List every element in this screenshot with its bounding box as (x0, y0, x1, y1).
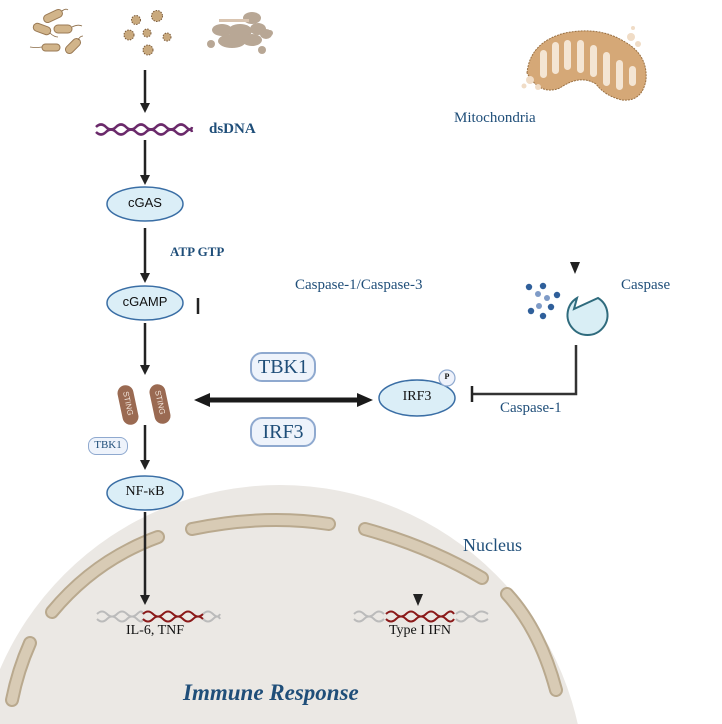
caspase-enzyme-icon (566, 295, 609, 337)
dsdna-label: dsDNA (209, 121, 256, 137)
fungi-icon (207, 12, 273, 54)
irf3-pill: IRF3 (250, 417, 316, 447)
gene-label-il6-tnf: IL-6, TNF (125, 623, 185, 638)
cgamp-node: cGAMP (122, 294, 168, 309)
caspase-label: Caspase (621, 277, 671, 293)
virus-icon (123, 10, 172, 56)
double-arrow-sting-irf3 (194, 393, 373, 407)
mitochondria-label: Mitochondria (454, 110, 536, 126)
mitochondria-icon (521, 26, 647, 101)
bacteria-icon (29, 8, 84, 55)
nucleus-label: Nucleus (463, 535, 522, 555)
tbk1-pill: TBK1 (250, 352, 316, 382)
nfkb-node: NF-κB (125, 484, 165, 499)
irf3-node: IRF3 (402, 389, 432, 404)
dsdna-helix-icon (95, 123, 194, 136)
caspase-1-label: Caspase-1 (500, 400, 562, 416)
inhibition-caspase-to-irf3 (470, 345, 578, 402)
sting-protein-left (117, 385, 139, 425)
caspase-substrate-dots (525, 282, 561, 320)
cgas-node-shape (106, 186, 184, 222)
immune-response-label: Immune Response (183, 680, 359, 705)
gene-dna-right (353, 610, 489, 623)
phosphate-label: P (444, 372, 450, 381)
phosphate-badge (438, 369, 456, 387)
nfkb-node-shape (106, 475, 184, 511)
sting-protein-right (149, 384, 171, 424)
irf3-node-shape (378, 379, 456, 417)
gene-label-type1-ifn: Type I IFN (388, 623, 451, 638)
cgamp-node-shape (106, 285, 184, 321)
inhibition-caspase-to-cgamp (196, 298, 520, 314)
caspase-1-3-label: Caspase-1/Caspase-3 (295, 277, 423, 293)
atp-gtp-label: ATP GTP (170, 244, 225, 259)
gene-dna-left (96, 610, 221, 623)
cgas-node: cGAS (128, 195, 162, 210)
tbk1-small-badge: TBK1 (88, 437, 128, 455)
